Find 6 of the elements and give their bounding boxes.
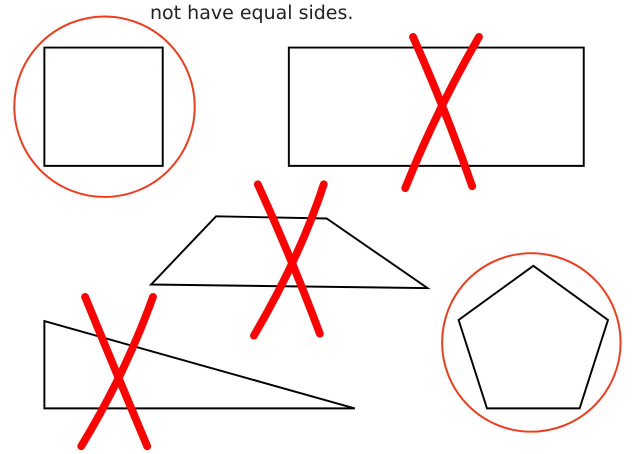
square-shape bbox=[43, 46, 164, 167]
instruction-text: not have equal sides. bbox=[150, 1, 354, 25]
pentagon-shape bbox=[457, 264, 610, 410]
rectangle-shape bbox=[288, 46, 585, 167]
trapezoid-shape bbox=[148, 215, 431, 290]
triangle-shape bbox=[43, 320, 356, 410]
